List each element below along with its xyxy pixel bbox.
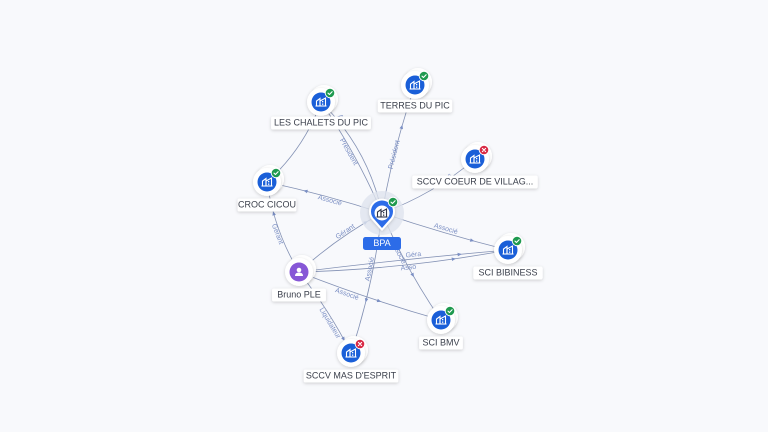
- building-icon: [409, 80, 421, 90]
- node-label-background: [377, 99, 453, 113]
- node-label-sccv-coeur: SCCV COEUR DE VILLAG...: [417, 176, 534, 186]
- edge-arrow-bpa-mas: [364, 297, 369, 303]
- node-label-terres: TERRES DU PIC: [380, 100, 450, 110]
- node-label-bruno: Bruno PLE: [277, 289, 321, 299]
- node-label-croc: CROC CICOU: [238, 199, 296, 209]
- edge-line-bruno-bmv: [298, 271, 442, 321]
- edge-arrow-bpa-croc: [303, 189, 308, 194]
- check-badge-icon: [444, 305, 456, 317]
- check-badge-icon: [418, 70, 430, 82]
- person-icon: [295, 267, 303, 276]
- node-mas[interactable]: SCCV MAS D'ESPRIT: [303, 336, 399, 383]
- edge-line-bruno-bibiness: [298, 249, 509, 273]
- node-label-background: [237, 198, 297, 212]
- node-label-background: [473, 266, 543, 280]
- center-label: BPA: [373, 238, 390, 248]
- node-label-background: [272, 288, 326, 302]
- center-pin-inner: [374, 205, 390, 221]
- cross-badge-icon: [478, 144, 490, 156]
- edge-line-bruno-bibiness: [298, 249, 509, 273]
- node-label-background: [419, 336, 463, 350]
- check-badge-icon: [270, 167, 282, 179]
- node-terres[interactable]: TERRES DU PIC: [377, 68, 453, 113]
- edge-arrow-bruno-bibiness: [451, 257, 456, 262]
- edge-label: Associé: [317, 194, 343, 207]
- check-badge-icon: [511, 235, 523, 247]
- edge-label: Président: [338, 137, 359, 166]
- node-bibiness[interactable]: SCI BIBINESS: [473, 233, 543, 280]
- node-croc[interactable]: CROC CICOU: [237, 165, 297, 212]
- node-label-background: [412, 175, 538, 189]
- check-badge-icon: [387, 196, 399, 208]
- building-icon: [502, 245, 514, 255]
- node-label-background: [271, 116, 371, 130]
- node-label-chalets: LES CHALETS DU PIC: [274, 117, 369, 127]
- building-icon: [376, 208, 388, 218]
- edge-label: Associé: [365, 256, 377, 282]
- edge-arrow-bruno-mas: [341, 336, 345, 342]
- edge-arrow-bpa-bmv: [410, 272, 414, 278]
- node-label-mas: SCCV MAS D'ESPRIT: [306, 370, 397, 380]
- edge-label: Gérant: [335, 223, 357, 241]
- edge-label: Associé: [433, 222, 459, 236]
- edge-label: Géra: [405, 251, 421, 260]
- edge-label: Gérant: [270, 223, 284, 246]
- edge-arrow-bpa-bibiness: [469, 238, 475, 242]
- edge-arrow-bruno-croc: [272, 211, 276, 216]
- cross-badge-icon: [354, 338, 366, 350]
- building-icon: [345, 348, 357, 358]
- node-bmv[interactable]: SCI BMV: [419, 303, 463, 350]
- edge-arrow-bpa-terres: [399, 124, 403, 130]
- building-icon: [315, 97, 327, 107]
- node-bruno[interactable]: Bruno PLE: [272, 255, 326, 302]
- node-label-background: [303, 369, 399, 383]
- check-badge-icon: [324, 87, 336, 99]
- building-icon: [469, 154, 481, 164]
- edge-arrow-bruno-bibiness: [457, 252, 462, 257]
- edge-label: Liquidateur: [317, 307, 341, 341]
- edge-label: Associé: [334, 287, 360, 302]
- center-node[interactable]: BPA: [360, 191, 404, 250]
- edge-arrow-bruno-bmv: [376, 298, 382, 303]
- center-label-background: [363, 237, 401, 250]
- node-sccv-coeur[interactable]: SCCV COEUR DE VILLAG...: [412, 142, 538, 189]
- node-chalets[interactable]: LES CHALETS DU PIC: [271, 85, 371, 130]
- building-icon: [261, 177, 273, 187]
- edge-label: Président: [388, 140, 402, 170]
- edge-label: Asso: [400, 264, 416, 273]
- building-icon: [435, 315, 447, 325]
- nodes-layer: LES CHALETS DU PIC TERRES DU PIC SCCV COEU…: [237, 68, 543, 383]
- node-label-bibiness: SCI BIBINESS: [478, 267, 537, 277]
- node-label-bmv: SCI BMV: [422, 337, 459, 347]
